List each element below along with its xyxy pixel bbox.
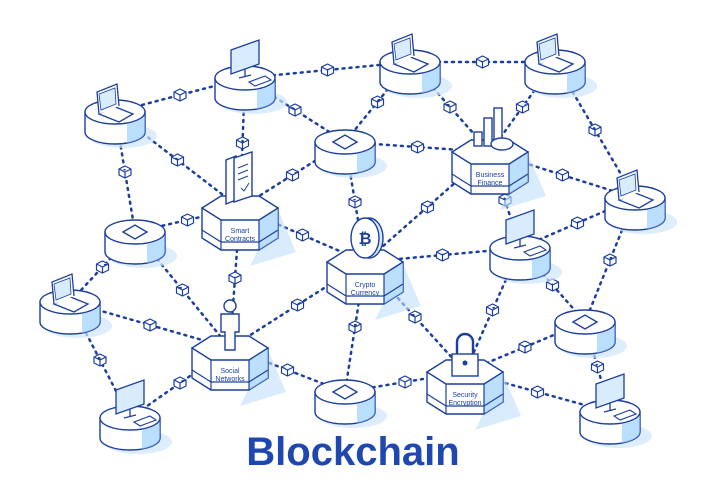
block-cube-icon — [288, 103, 302, 117]
block-cube-icon — [420, 200, 435, 214]
tablet-icon — [121, 224, 149, 240]
laptop-node — [84, 83, 157, 148]
block-cube-icon — [570, 216, 585, 230]
monitor-icon — [595, 373, 638, 421]
tablet-icon — [331, 384, 359, 400]
nodes: BusinessFinanceSmartContracts₿CryptoCurr… — [39, 33, 677, 454]
block-cube-icon — [398, 375, 412, 389]
laptop-icon — [51, 273, 90, 313]
block-cube-icon — [515, 100, 530, 114]
hub-label: Encryption — [448, 400, 481, 407]
block-cube-icon — [320, 63, 335, 77]
document-icon — [225, 151, 253, 206]
block-cube-icon — [408, 310, 422, 324]
tablet-icon — [331, 134, 359, 150]
block-cube-icon — [173, 88, 187, 102]
block-cube-icon — [348, 195, 362, 209]
hub-label: Security — [452, 392, 478, 399]
monitor-node — [489, 209, 562, 284]
monitor-icon — [230, 39, 273, 87]
dotted-connection — [133, 230, 232, 350]
monitor-icon — [505, 209, 548, 257]
block-cube-icon — [518, 340, 532, 354]
block-cube-icon — [143, 318, 157, 332]
laptop-icon — [536, 33, 575, 73]
block-cube-icon — [348, 320, 362, 334]
block-cube-icon — [545, 278, 560, 292]
hub-label: Business — [476, 172, 505, 179]
tablet-node — [314, 379, 387, 428]
chart-icon — [473, 107, 514, 151]
laptop-node — [379, 33, 452, 98]
hub-label: Social — [220, 368, 240, 375]
block-cube-icon — [175, 283, 190, 297]
block-cube-icon — [235, 136, 250, 150]
tablet-node — [314, 129, 387, 178]
block-cube-icon — [410, 140, 425, 154]
hub-label: Contracts — [225, 236, 255, 243]
laptop-node — [604, 169, 677, 234]
hub-label: Networks — [215, 376, 245, 383]
hub-label: Smart — [231, 228, 250, 235]
title: Blockchain — [246, 430, 460, 474]
laptop-icon — [391, 33, 430, 73]
block-cube-icon — [530, 385, 545, 399]
block-cube-icon — [443, 100, 457, 114]
padlock-icon — [451, 332, 479, 377]
hub-label: Currency — [351, 290, 380, 297]
block-cube-icon — [93, 353, 107, 367]
block-cube-icon — [588, 123, 602, 137]
tablet-node — [554, 309, 627, 358]
laptop-icon — [616, 169, 655, 209]
hub-label: Crypto — [355, 282, 376, 289]
tablet-node — [104, 219, 177, 268]
tablet-icon — [571, 314, 599, 330]
block-cube-icon — [180, 213, 195, 227]
block-cube-icon — [590, 360, 605, 374]
monitor-icon — [115, 379, 158, 427]
block-cube-icon — [173, 376, 187, 390]
laptop-node — [524, 33, 597, 98]
monitor-node — [214, 39, 287, 114]
monitor-node — [99, 379, 172, 454]
laptop-icon — [96, 83, 135, 123]
hub-label: Finance — [478, 180, 503, 187]
person-icon — [220, 299, 240, 351]
block-cube-icon — [95, 260, 110, 274]
monitor-node — [579, 373, 652, 448]
block-cube-icon — [170, 153, 185, 167]
block-cube-icon — [285, 168, 300, 182]
block-cube-icon — [435, 248, 450, 262]
block-cube-icon — [118, 165, 132, 179]
block-cube-icon — [555, 168, 570, 182]
block-cube-icon — [280, 363, 295, 377]
bitcoin-icon: ₿ — [350, 217, 384, 259]
block-cube-icon — [370, 95, 385, 109]
svg-text:₿: ₿ — [358, 230, 371, 248]
block-cube-icon — [228, 271, 242, 285]
block-cube-icon — [485, 303, 500, 317]
block-cube-icon — [475, 55, 490, 69]
laptop-node — [39, 273, 112, 338]
block-cube-icon — [295, 228, 310, 242]
block-cube-icon — [603, 253, 617, 267]
block-cube-icon — [290, 298, 305, 312]
